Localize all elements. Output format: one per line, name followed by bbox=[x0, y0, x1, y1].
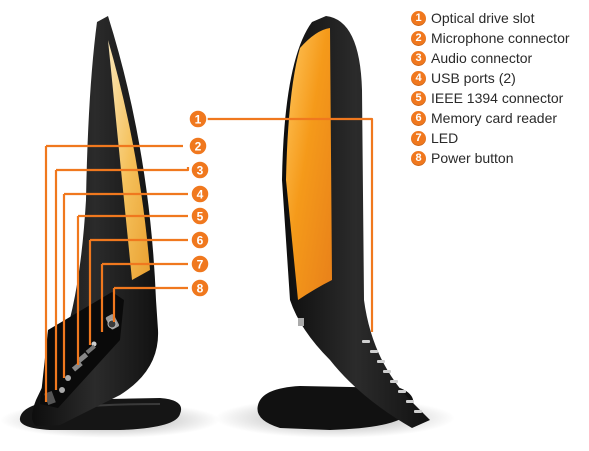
legend-label: Microphone connector bbox=[431, 30, 570, 46]
legend-label: Memory card reader bbox=[431, 110, 558, 126]
callout-leader-lines bbox=[44, 117, 374, 402]
callout-3: 3 bbox=[190, 160, 210, 180]
legend-item-led: 7 LED bbox=[411, 128, 586, 148]
callout-4: 4 bbox=[190, 184, 210, 204]
legend-item-ieee1394: 5 IEEE 1394 connector bbox=[411, 88, 586, 108]
legend-item-microphone: 2 Microphone connector bbox=[411, 28, 586, 48]
callout-1-label: 1 bbox=[195, 113, 202, 127]
legend-item-usb: 4 USB ports (2) bbox=[411, 68, 586, 88]
callout-5-label: 5 bbox=[197, 210, 204, 224]
callout-8-label: 8 bbox=[197, 282, 204, 296]
callout-6-label: 6 bbox=[197, 234, 204, 248]
legend-label: USB ports (2) bbox=[431, 70, 516, 86]
legend-item-optical-drive: 1 Optical drive slot bbox=[411, 8, 586, 28]
callout-2-label: 2 bbox=[195, 140, 202, 154]
legend-item-audio: 3 Audio connector bbox=[411, 48, 586, 68]
callout-5: 5 bbox=[190, 206, 210, 226]
callout-3-label: 3 bbox=[197, 164, 204, 178]
callout-6: 6 bbox=[190, 230, 210, 250]
legend-label: Audio connector bbox=[431, 50, 533, 66]
callout-7-label: 7 bbox=[197, 258, 204, 272]
port-legend: 1 Optical drive slot 2 Microphone connec… bbox=[411, 8, 586, 168]
callout-8: 8 bbox=[190, 278, 210, 298]
callout-4-label: 4 bbox=[197, 188, 204, 202]
callout-7: 7 bbox=[190, 254, 210, 274]
legend-number-badge: 3 bbox=[411, 50, 426, 66]
callout-badges: 1 2 3 4 5 6 7 8 bbox=[188, 109, 210, 298]
legend-number-badge: 8 bbox=[411, 150, 426, 166]
legend-number-badge: 7 bbox=[411, 130, 426, 146]
left-monitor-side-view bbox=[0, 16, 220, 438]
legend-number-badge: 1 bbox=[411, 10, 426, 26]
legend-label: LED bbox=[431, 130, 459, 146]
legend-item-power-button: 8 Power button bbox=[411, 148, 586, 168]
legend-number-badge: 5 bbox=[411, 90, 426, 106]
legend-number-badge: 6 bbox=[411, 110, 426, 126]
legend-label: IEEE 1394 connector bbox=[431, 90, 564, 106]
legend-item-memory-card: 6 Memory card reader bbox=[411, 108, 586, 128]
callout-1: 1 bbox=[188, 109, 208, 129]
legend-number-badge: 4 bbox=[411, 70, 426, 86]
legend-number-badge: 2 bbox=[411, 30, 426, 46]
legend-label: Optical drive slot bbox=[431, 10, 535, 26]
legend-label: Power button bbox=[431, 150, 514, 166]
callout-2: 2 bbox=[188, 136, 208, 156]
